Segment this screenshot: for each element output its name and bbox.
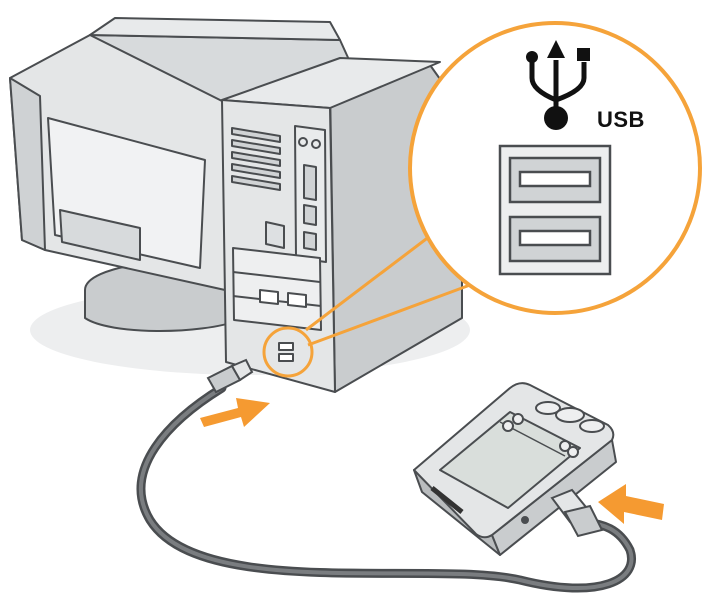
usb-label: USB: [597, 107, 645, 132]
usb-port-block: [498, 144, 612, 276]
usb-trident-icon: [526, 40, 590, 130]
callout-line-lower: [307, 283, 471, 347]
port-highlight-ring: [262, 326, 314, 378]
insert-arrow-icon: [200, 398, 270, 427]
usb-plug-computer: [206, 358, 254, 394]
pda-device: [413, 382, 617, 556]
insert-arrow-icon: [598, 484, 664, 524]
usb-plug-pda: [550, 488, 604, 538]
callout-line-upper: [305, 228, 439, 332]
